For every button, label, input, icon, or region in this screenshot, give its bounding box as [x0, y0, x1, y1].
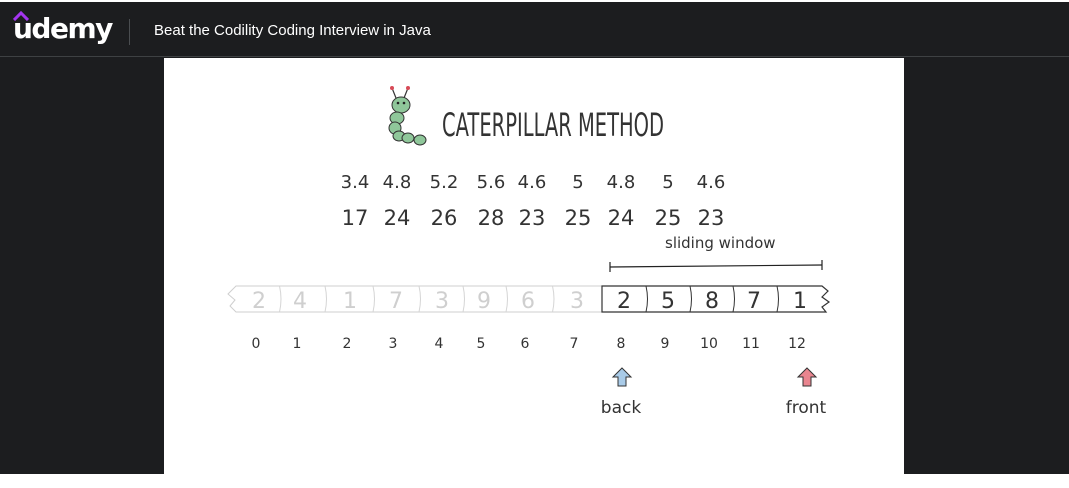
array-index: 1: [293, 336, 302, 352]
array-tape: 2 4 1 7 3 9 6 3 2 5 8 7 1: [227, 285, 831, 314]
array-cell: 7: [389, 289, 403, 314]
top-header: udemy Beat the Codility Coding Interview…: [0, 2, 1069, 57]
array-index: 12: [788, 336, 806, 352]
sum-value: 26: [431, 206, 458, 230]
cell-divider: [324, 285, 327, 313]
slide-canvas: CATERPILLAR METHOD 3.4 4.8 5.2 5.6 4.6 5 4.8 5 4…: [227, 86, 831, 418]
cell-divider: [689, 285, 692, 313]
course-title[interactable]: Beat the Codility Coding Interview in Ja…: [154, 22, 431, 39]
cell-divider: [462, 285, 465, 313]
array-cell: 6: [521, 289, 535, 314]
front-pointer: front: [786, 367, 827, 418]
array-cell: 1: [793, 289, 807, 314]
array-index: 9: [661, 336, 670, 352]
array-cell: 9: [477, 289, 491, 314]
array-index: 3: [389, 336, 398, 352]
cell-divider: [732, 285, 735, 313]
sum-value: 23: [519, 206, 546, 230]
cell-divider: [776, 285, 779, 313]
array-index: 11: [742, 336, 760, 352]
array-index: 6: [521, 336, 530, 352]
average-value: 4.8: [383, 172, 412, 193]
sliding-window-bracket: [609, 260, 823, 272]
array-index: 7: [570, 336, 579, 352]
averages-row: 3.4 4.8 5.2 5.6 4.6 5 4.8 5 4.6: [341, 172, 726, 193]
cell-divider: [418, 285, 421, 313]
cell-divider: [505, 285, 508, 313]
sum-value: 17: [342, 206, 369, 230]
array-index: 5: [477, 336, 486, 352]
array-cell: 1: [343, 289, 357, 314]
array-index: 4: [435, 336, 444, 352]
average-value: 5.2: [430, 172, 459, 193]
caterpillar-icon: [388, 86, 427, 146]
cell-divider: [372, 285, 375, 313]
front-arrow-icon: [796, 367, 818, 387]
cell-divider: [645, 285, 648, 313]
sums-row: 17 24 26 28 23 25 24 25 23: [342, 206, 725, 230]
array-cell: 8: [705, 289, 719, 314]
cell-divider: [552, 285, 555, 313]
average-value: 5.6: [477, 172, 506, 193]
back-pointer: back: [601, 367, 642, 418]
sum-value: 28: [478, 206, 505, 230]
array-index: 8: [617, 336, 626, 352]
back-arrow-icon: [611, 367, 633, 387]
udemy-logo-arc-icon: [13, 11, 29, 21]
header-divider: [129, 19, 130, 45]
average-value: 5: [662, 172, 673, 193]
average-value: 4.6: [518, 172, 547, 193]
array-cell: 4: [293, 289, 307, 314]
sum-value: 23: [698, 206, 725, 230]
sliding-window-label: sliding window: [665, 234, 776, 252]
front-label: front: [786, 398, 827, 418]
array-cell: 3: [570, 289, 584, 314]
back-label: back: [601, 398, 642, 418]
array-cell: 5: [661, 289, 675, 314]
sum-value: 25: [565, 206, 592, 230]
array-index: 2: [343, 336, 352, 352]
sum-value: 24: [608, 206, 635, 230]
lecture-slide[interactable]: CATERPILLAR METHOD 3.4 4.8 5.2 5.6 4.6 5 4.8 5 4…: [164, 58, 904, 474]
cell-divider: [279, 285, 282, 313]
slide-title: CATERPILLAR METHOD: [442, 106, 664, 144]
array-cell: 3: [435, 289, 449, 314]
array-index: 10: [700, 336, 718, 352]
average-value: 3.4: [341, 172, 370, 193]
sum-value: 24: [384, 206, 411, 230]
average-value: 5: [572, 172, 583, 193]
sum-value: 25: [655, 206, 682, 230]
average-value: 4.8: [607, 172, 636, 193]
average-value: 4.6: [697, 172, 726, 193]
array-cell: 7: [747, 289, 761, 314]
array-index: 0: [252, 336, 261, 352]
bottom-strip: [0, 474, 1069, 488]
array-cell: 2: [252, 289, 266, 314]
udemy-logo[interactable]: udemy: [13, 12, 113, 45]
array-cell: 2: [617, 289, 631, 314]
